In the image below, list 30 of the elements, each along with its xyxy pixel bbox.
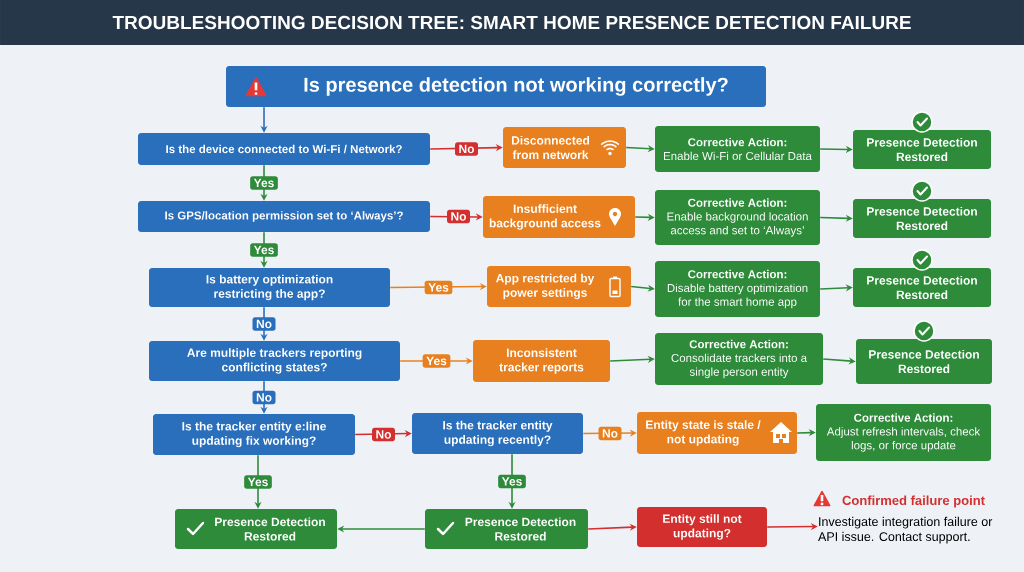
question-box: Is the tracker entity e:line updating fix working?: [153, 414, 355, 455]
action-box: Corrective Action: Consolidate trackers into a single person entity: [655, 333, 823, 385]
failure-box: Entity still not updating?: [637, 507, 767, 547]
edge-label: Yes: [422, 354, 451, 368]
cause-box: Inconsistent tracker reports: [473, 340, 610, 382]
failure-note: Confirmed failure point Investigate integration failure or API issue. Contact support.: [818, 495, 993, 544]
cause-box: Entity state is stale / not updating: [637, 412, 797, 454]
question-box: Is the tracker entity updating recently?: [412, 413, 583, 454]
question-box: Is GPS/location permission set to ‘Always’?: [138, 201, 430, 232]
action-box: Corrective Action: Enable background location access and set to ‘Always’: [655, 190, 820, 245]
action-box: Corrective Action: Enable Wi-Fi or Cellular Data: [655, 126, 820, 172]
question-box: Are multiple trackers reporting conflicting states?: [149, 341, 400, 381]
arrow: [630, 284, 655, 292]
edge-label: Yes: [244, 475, 272, 489]
title-bar: TROUBLESHOOTING DECISION TREE: SMART HOME PRESENCE DETECTION FAILURE: [0, 0, 1024, 45]
arrow: [819, 145, 853, 153]
result-box: Presence Detection Restored: [175, 509, 337, 549]
edge-label: Yes: [250, 243, 278, 257]
question-box: Is the device connected to Wi-Fi / Network?: [138, 133, 430, 165]
cause-box: Insufficient background access: [483, 196, 635, 238]
question-box: Is battery optimization restricting the app?: [149, 268, 390, 307]
edge-label: Yes: [250, 176, 278, 190]
action-box: Corrective Action: Adjust refresh intervals, check logs, or force update: [816, 404, 991, 461]
result-box: Presence Detection Restored: [856, 339, 992, 384]
cause-box: Disconnected from network: [503, 127, 626, 168]
cause-box: App restricted by power settings: [487, 266, 631, 307]
action-box: Corrective Action: Disable battery optimization for the smart home app: [655, 261, 820, 317]
edge-label: No: [455, 142, 478, 156]
question-box: Is presence detection not working correctly?: [226, 66, 766, 107]
result-box: Presence Detection Restored: [425, 509, 588, 549]
